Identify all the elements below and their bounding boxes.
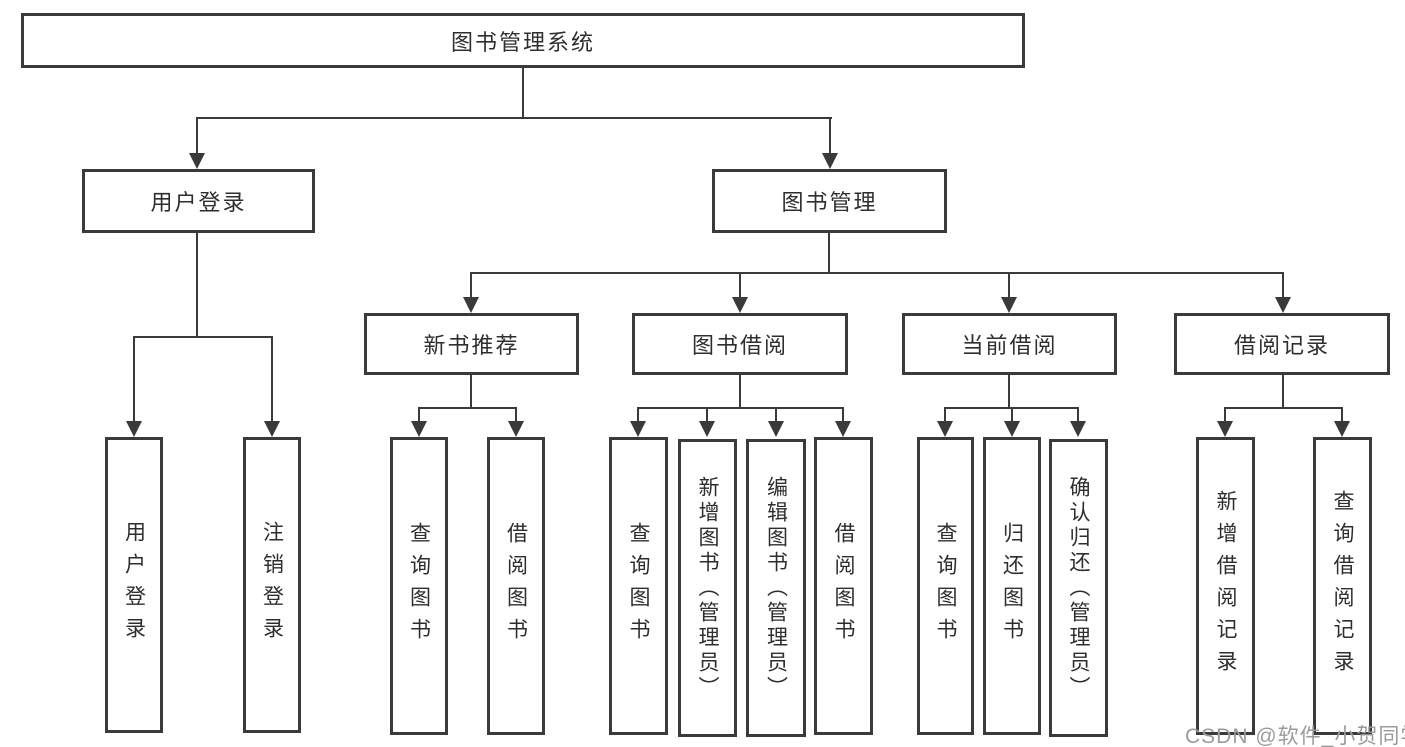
connector-shaft-leaf	[1224, 407, 1226, 423]
connector-new-book-recommend-hline	[418, 407, 517, 409]
leaf-borrow-book: 借阅图书	[814, 437, 873, 735]
node-book-borrow-label: 图书借阅	[691, 333, 788, 358]
leaf-borrow-book-recommend-label: 借阅图书	[504, 522, 528, 650]
arrow-to-leaf-edit-book-admin	[768, 421, 784, 437]
connector-shaft-leaf	[775, 407, 777, 423]
connector-borrow-records-stub	[1282, 375, 1284, 408]
connector-level3-hline	[470, 272, 1284, 274]
connector-new-book-recommend-stub	[470, 375, 472, 408]
connector-shaft-user-login	[196, 117, 198, 155]
connector-shaft-current-borrow	[1008, 272, 1010, 299]
leaf-query-borrow-record-label: 查询借阅记录	[1331, 490, 1354, 682]
leaf-query-book-recommend-label: 查询图书	[407, 522, 431, 650]
leaf-user-login: 用户登录	[105, 437, 163, 733]
connector-level2-hline	[196, 117, 832, 119]
leaf-return-book: 归还图书	[983, 437, 1041, 735]
connector-borrow-records-hline	[1224, 407, 1343, 409]
connector-shaft-book-management	[829, 117, 831, 155]
arrow-to-leaf-query-book-recommend	[411, 421, 427, 437]
connector-book-management-stub	[828, 233, 830, 272]
arrow-to-leaf-query-borrow-record	[1334, 421, 1350, 437]
arrow-to-leaf-query-book-borrow	[630, 421, 646, 437]
leaf-add-book-admin: 新增图书（管理员）	[678, 439, 737, 737]
arrow-to-leaf-query-book-current	[937, 421, 953, 437]
arrow-to-book-management	[822, 153, 838, 169]
node-current-borrow-label: 当前借阅	[961, 333, 1058, 358]
leaf-query-borrow-record: 查询借阅记录	[1313, 437, 1372, 735]
leaf-edit-book-admin-label: 编辑图书（管理员）	[764, 475, 788, 701]
connector-shaft-leaf	[842, 407, 844, 423]
leaf-confirm-return-admin-label: 确认归还（管理员）	[1067, 475, 1090, 701]
connector-shaft-leaf	[515, 407, 517, 423]
arrow-to-book-borrow	[732, 297, 748, 313]
connector-shaft-book-borrow	[739, 272, 741, 299]
arrow-to-borrow-records	[1275, 297, 1291, 313]
connector-book-borrow-stub	[739, 375, 741, 408]
leaf-query-book-borrow-label: 查询图书	[627, 522, 650, 650]
node-root-label: 图书管理系统	[450, 29, 595, 55]
leaf-add-book-admin-label: 新增图书（管理员）	[696, 475, 719, 701]
connector-root-stub	[522, 68, 524, 117]
connector-user-login-hline	[133, 336, 273, 338]
arrow-to-new-book-recommend	[463, 297, 479, 313]
arrow-to-leaf-add-book-admin	[699, 421, 715, 437]
connector-shaft-leaf	[418, 407, 420, 423]
node-root: 图书管理系统	[21, 13, 1025, 68]
leaf-edit-book-admin: 编辑图书（管理员）	[746, 439, 806, 737]
node-book-borrow: 图书借阅	[632, 313, 848, 375]
arrow-to-leaf-borrow-book	[835, 421, 851, 437]
leaf-logout: 注销登录	[243, 437, 301, 733]
leaf-confirm-return-admin: 确认归还（管理员）	[1049, 439, 1108, 737]
leaf-user-login-label: 用户登录	[122, 521, 146, 649]
arrow-to-leaf-user-login	[126, 421, 142, 437]
arrow-to-leaf-borrow-book-recommend	[508, 421, 524, 437]
node-borrow-records: 借阅记录	[1174, 313, 1390, 375]
connector-user-login-stub	[196, 233, 198, 336]
node-book-management: 图书管理	[712, 169, 947, 233]
arrow-to-leaf-confirm-return-admin	[1070, 421, 1086, 437]
node-current-borrow: 当前借阅	[902, 313, 1117, 375]
connector-shaft-leaf	[944, 407, 946, 423]
arrow-to-leaf-logout	[264, 421, 280, 437]
node-new-book-recommend-label: 新书推荐	[423, 333, 520, 358]
connector-book-borrow-hline	[637, 407, 844, 409]
connector-shaft-leaf-logout	[271, 336, 273, 422]
node-user-login-label: 用户登录	[150, 190, 247, 215]
leaf-query-book-current: 查询图书	[917, 437, 974, 735]
node-new-book-recommend: 新书推荐	[364, 313, 579, 375]
arrow-to-user-login	[189, 153, 205, 169]
leaf-return-book-label: 归还图书	[1000, 522, 1024, 650]
leaf-query-book-current-label: 查询图书	[934, 522, 957, 650]
watermark: CSDN @软件_小贺同学	[1185, 725, 1405, 747]
connector-shaft-borrow-records	[1282, 272, 1284, 299]
leaf-borrow-book-label: 借阅图书	[832, 522, 855, 650]
arrow-to-leaf-add-borrow-record	[1217, 421, 1233, 437]
node-borrow-records-label: 借阅记录	[1233, 333, 1330, 358]
leaf-query-book-borrow: 查询图书	[609, 437, 668, 735]
arrow-to-leaf-return-book	[1004, 421, 1020, 437]
connector-current-borrow-stub	[1008, 375, 1010, 408]
connector-shaft-leaf	[1341, 407, 1343, 423]
leaf-add-borrow-record-label: 新增借阅记录	[1214, 490, 1237, 682]
connector-shaft-leaf	[706, 407, 708, 423]
leaf-logout-label: 注销登录	[260, 521, 284, 649]
connector-shaft-leaf	[637, 407, 639, 423]
arrow-to-current-borrow	[1001, 297, 1017, 313]
node-user-login: 用户登录	[82, 169, 315, 233]
connector-shaft-leaf-user-login	[133, 336, 135, 422]
leaf-add-borrow-record: 新增借阅记录	[1196, 437, 1255, 735]
connector-shaft-leaf	[1011, 407, 1013, 423]
leaf-borrow-book-recommend: 借阅图书	[487, 437, 545, 735]
node-book-management-label: 图书管理	[781, 190, 878, 215]
leaf-query-book-recommend: 查询图书	[390, 437, 448, 735]
connector-shaft-new-book-recommend	[470, 272, 472, 299]
connector-shaft-leaf	[1077, 407, 1079, 423]
